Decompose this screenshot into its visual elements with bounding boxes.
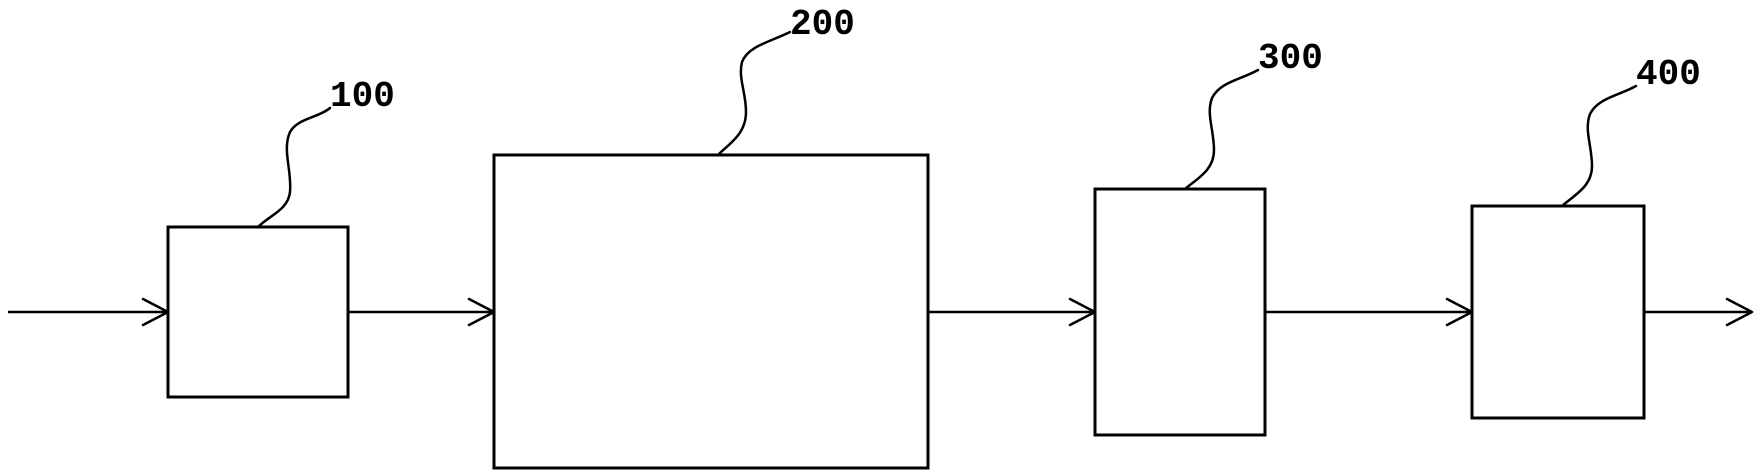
- arrow-100-to-200: [348, 297, 496, 327]
- block-300[interactable]: [1093, 187, 1267, 437]
- input-arrow: [8, 297, 170, 327]
- leader-line-400: [1560, 84, 1638, 208]
- block-200[interactable]: [492, 153, 930, 470]
- block-100[interactable]: [166, 225, 350, 399]
- ref-label-100: 100: [330, 76, 395, 117]
- arrow-300-to-400: [1265, 297, 1474, 327]
- arrow-200-to-300: [928, 297, 1097, 327]
- leader-line-100: [256, 106, 332, 229]
- leader-line-300: [1183, 68, 1260, 191]
- leader-line-200: [716, 30, 792, 157]
- output-arrow: [1644, 297, 1754, 327]
- block-400[interactable]: [1470, 204, 1646, 420]
- ref-label-300: 300: [1258, 38, 1323, 79]
- ref-label-200: 200: [790, 4, 855, 45]
- ref-label-400: 400: [1636, 54, 1701, 95]
